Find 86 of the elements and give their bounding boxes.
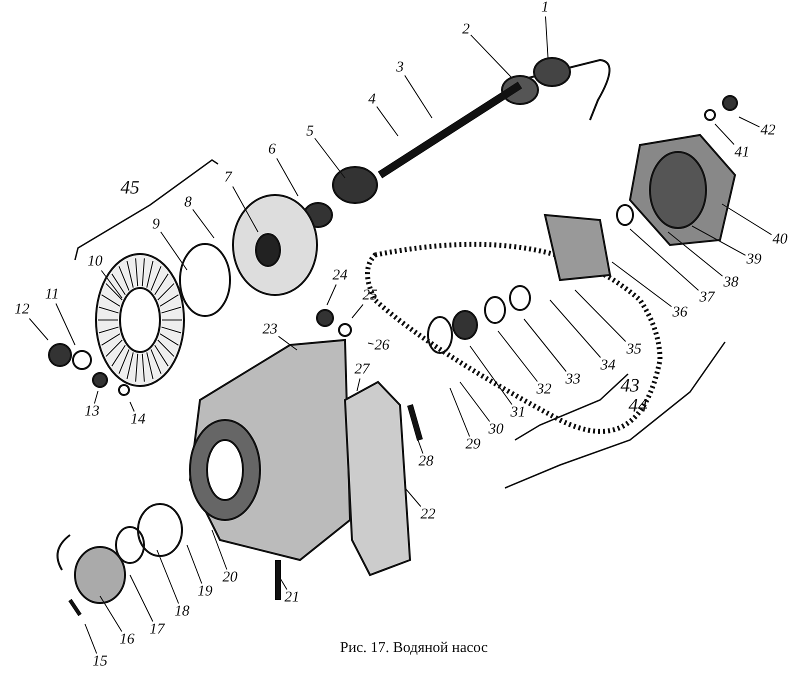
callout-number: 14	[130, 412, 146, 428]
callout-number: 18	[174, 604, 190, 620]
callout-number: 32	[536, 382, 552, 398]
leader-line	[368, 342, 374, 345]
leader-line	[376, 106, 398, 136]
leader-line	[524, 318, 567, 372]
callout-number: 13	[84, 404, 100, 420]
leader-line	[326, 284, 337, 306]
callout-number: 7	[223, 170, 233, 186]
callout-number: 41	[734, 144, 750, 162]
callout-number: 38	[722, 274, 740, 292]
callout-number: 17	[148, 622, 166, 638]
callout-number: 6	[267, 142, 277, 158]
callout-number: 27	[354, 362, 370, 378]
callout-number: 9	[151, 216, 161, 234]
leader-line	[94, 390, 98, 404]
leader-line	[498, 330, 538, 382]
callout-number: 26	[374, 338, 390, 354]
leader-line	[212, 530, 228, 570]
callout-number: 19	[196, 584, 214, 600]
callout-number: 35	[626, 342, 642, 358]
callout-number: 5	[305, 124, 315, 140]
callout-number: 8	[183, 194, 193, 212]
callout-number: 10	[86, 254, 104, 270]
callout-number: 30	[488, 422, 504, 438]
leader-line	[714, 124, 735, 145]
leader-line	[192, 208, 214, 238]
leader-line	[545, 16, 548, 58]
callout-number: 12	[14, 302, 30, 318]
leader-line	[130, 402, 135, 412]
callout-number: 24	[332, 268, 348, 284]
callout-number: 11	[44, 286, 60, 304]
leader-line	[450, 388, 470, 437]
leader-line	[84, 624, 98, 654]
callout-number: 37	[698, 290, 716, 306]
leader-line	[186, 544, 202, 584]
callout-number: 3	[395, 60, 405, 76]
leader-line	[28, 318, 48, 340]
leader-line	[460, 382, 490, 422]
leader-line	[280, 578, 288, 590]
leader-line	[404, 74, 432, 118]
callout-number: 22	[420, 506, 436, 524]
leader-line	[352, 304, 364, 318]
callout-number: 42	[760, 122, 776, 140]
callout-number: 33	[564, 372, 582, 388]
callout-number: 40	[772, 232, 788, 248]
leader-line	[668, 232, 723, 277]
leader-line	[738, 116, 760, 128]
leader-line	[418, 440, 424, 454]
callout-number: 2	[461, 22, 471, 38]
leader-line	[160, 231, 188, 270]
callout-number: 20	[222, 570, 238, 586]
leader-line	[404, 488, 422, 507]
callout-number: 4	[367, 92, 377, 108]
leader-line	[550, 300, 602, 358]
callout-number: 45	[120, 178, 140, 198]
leader-line	[722, 204, 772, 236]
callout-number: 23	[262, 322, 278, 338]
callout-number: 39	[746, 252, 762, 268]
callout-number: 28	[418, 454, 434, 470]
leader-line	[55, 303, 76, 346]
callout-number: 43	[620, 376, 640, 396]
callout-number: 29	[464, 436, 482, 454]
leader-line	[130, 574, 154, 622]
leader-line	[356, 378, 360, 392]
caption: Рис. 17. Водяной насос	[340, 640, 488, 657]
leader-line	[692, 226, 746, 256]
leader-line	[156, 550, 180, 604]
leader-line	[276, 158, 298, 196]
callout-number: 15	[92, 654, 108, 670]
leader-line	[630, 228, 699, 291]
leader-line	[470, 346, 512, 405]
callout-number: 21	[284, 590, 300, 606]
leader-line	[314, 138, 346, 178]
leader-line	[612, 262, 672, 308]
callout-number: 36	[672, 304, 688, 322]
callout-number: 1	[540, 0, 550, 16]
leader-line	[574, 290, 626, 342]
leader-line	[100, 596, 122, 632]
leader-line	[232, 186, 258, 232]
leader-line	[470, 34, 512, 78]
callout-number: 16	[118, 632, 136, 648]
leader-line	[278, 336, 298, 350]
leader-line	[100, 270, 122, 298]
callout-number: 31	[510, 404, 526, 422]
callout-number: 34	[600, 358, 616, 374]
